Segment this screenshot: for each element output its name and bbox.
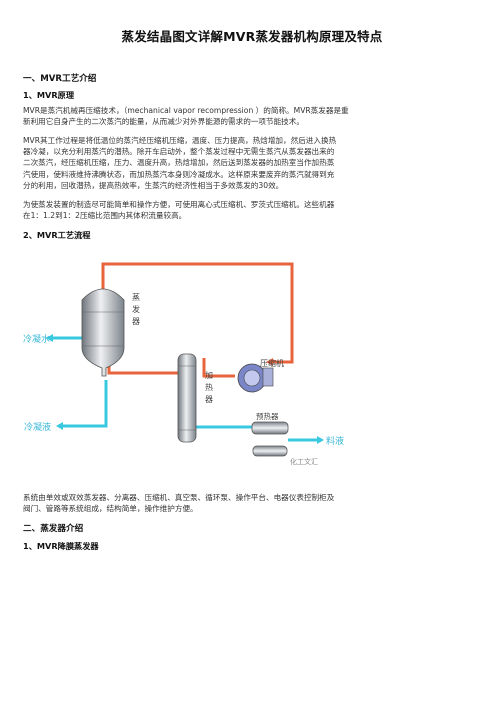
arrow-icon — [46, 334, 53, 342]
label-cold-water: 冷凝水 — [23, 333, 50, 345]
heater-column — [177, 353, 197, 443]
arrow-icon — [266, 358, 273, 366]
section-heading-2: 二、蒸发器介绍 — [23, 524, 84, 534]
secondary-steam-pipe — [101, 262, 294, 364]
label-compressor: 压缩机 — [260, 358, 284, 368]
page-title: 蒸发结晶图文详解MVR蒸发器机构原理及特点 — [121, 29, 383, 44]
label-feed: 料液 — [326, 435, 344, 447]
text-line: MVR是蒸汽机械再压缩技术，（mechanical vapor recompre… — [23, 106, 349, 115]
arrow-icon — [56, 422, 63, 430]
paragraph-principle: MVR是蒸汽机械再压缩技术，（mechanical vapor recompre… — [23, 105, 491, 127]
text-line: 器冷凝，以充分利用蒸汽的潜热。除开车启动外，整个蒸发过程中无需生蒸汽从蒸发器出来… — [23, 147, 335, 157]
label-heater-2: 热 — [205, 382, 213, 392]
text-line: 阀门、管路等系统组成，结构简单，操作维护方便。 — [23, 504, 198, 514]
compressor-unit — [237, 363, 274, 393]
preheater-unit — [251, 421, 289, 457]
subsection-heading-principle: 1、MVR原理 — [23, 90, 75, 100]
section-heading-1: 一、MVR工艺介绍 — [23, 74, 97, 84]
label-evaporator-3: 器 — [132, 317, 140, 326]
label-heater-1: 加 — [205, 370, 213, 380]
evaporator-vessel — [81, 288, 125, 377]
paragraph-working-process: MVR其工作过程是将低温位的蒸汽经压缩机压缩，温度、压力提高，热焓增加，然后进入… — [23, 135, 491, 191]
text-line: 汽使用，使料液维持沸腾状态，而加热蒸汽本身则冷凝成水。这样原来要废弃的蒸汽就得到… — [23, 169, 335, 179]
label-heater-3: 器 — [205, 395, 213, 404]
text-line: 在1：1.2到1：2压缩比范围内其体积流量较高。 — [23, 211, 187, 221]
paragraph-compressor: 为使蒸发装置的制造尽可能简单和操作方便，可使用离心式压缩机、罗茨式压缩机。这些机… — [23, 199, 491, 221]
label-evaporator-2: 发 — [132, 304, 140, 314]
mvr-process-diagram: 冷凝水 蒸 发 器 加 热 器 压缩机 冷凝液 预热器 料液 化工文汇 — [23, 262, 344, 466]
arrow-icon — [317, 436, 324, 444]
text-line: 为使蒸发装置的制造尽可能简单和操作方便，可使用离心式压缩机、罗茨式压缩机。这些机… — [23, 200, 335, 209]
text-line: 二次蒸汽，经压缩机压缩，压力、温度升高，热焓增加，然后送到蒸发器的加热室当作加热… — [23, 158, 335, 168]
paragraph-system-components: 系统由单效或双效蒸发器、分离器、压缩机、真空泵、循环泵、操作平台、电器仪表控制柜… — [23, 492, 491, 514]
subsection-heading-process-flow: 2、MVR工艺流程 — [23, 230, 91, 240]
condensate-outlet-pipe — [60, 380, 108, 428]
label-condensate: 冷凝液 — [24, 421, 51, 433]
subsection-heading-falling-film: 1、MVR降膜蒸发器 — [23, 541, 99, 551]
text-line: 系统由单效或双效蒸发器、分离器、压缩机、真空泵、循环泵、操作平台、电器仪表控制柜… — [23, 493, 335, 502]
text-line: 分的利用，回收潜热，提高热效率，生蒸汽的经济性相当于多效蒸发的30效。 — [23, 180, 284, 190]
label-evaporator-1: 蒸 — [132, 292, 140, 302]
compressed-steam-pipe — [202, 358, 235, 378]
watermark-label: 化工文汇 — [290, 457, 318, 466]
text-line: MVR其工作过程是将低温位的蒸汽经压缩机压缩，温度、压力提高，热焓增加，然后进入… — [23, 136, 337, 145]
text-line: 新利用它自身产生的二次蒸汽的能量，从而减少对外界能源的需求的一项节能技术。 — [23, 117, 304, 127]
label-preheater: 预热器 — [256, 411, 279, 421]
